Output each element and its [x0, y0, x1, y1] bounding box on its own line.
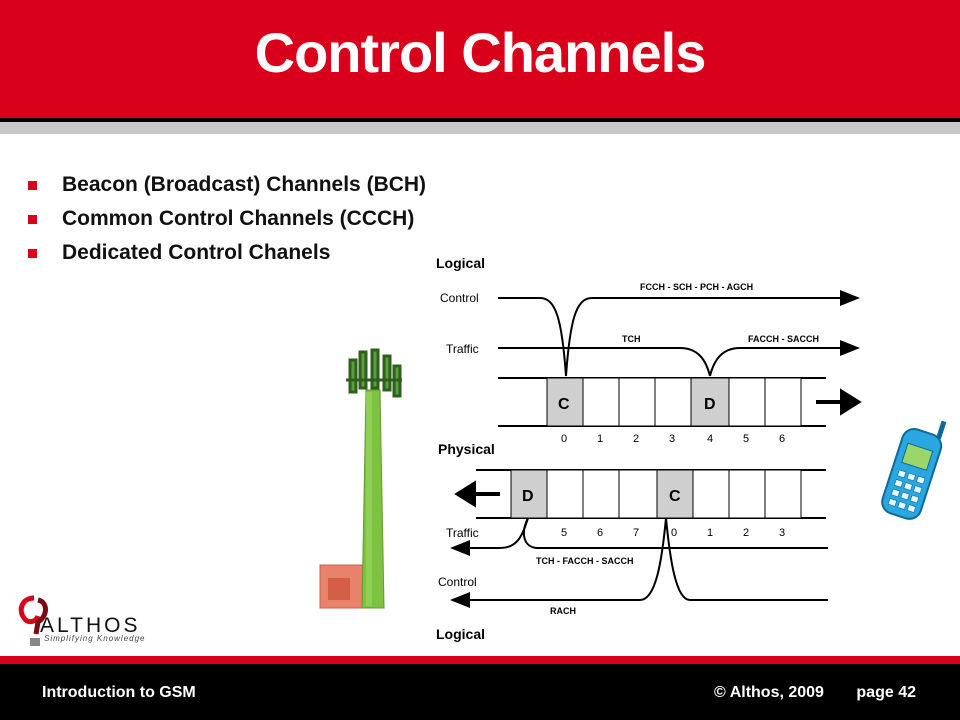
uplink-traffic-label: Traffic — [446, 526, 479, 540]
downlink-slot-number: 4 — [707, 433, 713, 445]
uplink-slot — [692, 469, 730, 519]
uplink-slot-number: 7 — [633, 527, 639, 539]
control-arrow — [565, 290, 860, 377]
uplink-slot-number: 1 — [707, 527, 713, 539]
uplink-slot-number: 0 — [671, 527, 677, 539]
logo-tagline: Simplifying Knowledge — [44, 634, 146, 643]
downlink-slot — [654, 377, 692, 427]
downlink-slot-d — [690, 377, 730, 427]
downlink-slot-number: 6 — [779, 433, 785, 445]
uplink-slot-number: 3 — [779, 527, 785, 539]
bullet-square-icon — [28, 180, 37, 190]
bullet-item: Common Control Channels (CCCH) — [28, 202, 426, 236]
uplink-slot — [618, 469, 658, 519]
uplink-direction-arrow — [454, 480, 500, 508]
uplink-control-right — [665, 517, 828, 601]
uplink-traffic-arrow — [450, 517, 529, 556]
downlink-c-label: C — [558, 396, 570, 413]
bullet-text: Beacon (Broadcast) Channels (BCH) — [62, 173, 427, 196]
title-banner-shadow — [0, 122, 960, 134]
downlink-slot-number: 2 — [633, 433, 639, 445]
uplink-slot-d — [510, 469, 548, 519]
uplink-traffic-channels: TCH - FACCH - SACCH — [536, 556, 634, 566]
tch-label: TCH — [622, 334, 641, 344]
downlink-slot — [728, 377, 766, 427]
downlink-slot — [618, 377, 656, 427]
althos-logo — [18, 595, 48, 646]
uplink-slot-c — [656, 469, 694, 519]
uplink-slot — [728, 469, 766, 519]
downlink-traffic-channels: FACCH - SACCH — [748, 334, 819, 344]
bullet-list: Beacon (Broadcast) Channels (BCH) Common… — [28, 168, 426, 270]
uplink-slot — [546, 469, 584, 519]
uplink-slot-number: 6 — [597, 527, 603, 539]
bullet-text: Common Control Channels (CCCH) — [62, 207, 415, 230]
traffic-arrow — [709, 340, 860, 377]
uplink-slot — [764, 469, 802, 519]
downlink-slot-number: 5 — [743, 433, 749, 445]
bullet-item: Dedicated Control Chanels — [28, 236, 426, 270]
uplink-slot-number: 2 — [743, 527, 749, 539]
title-banner: Control Channels — [0, 0, 960, 122]
uplink-control-arrow — [450, 517, 667, 608]
footer-course: Introduction to GSM — [42, 684, 196, 701]
mobile-phone-icon — [881, 420, 947, 520]
uplink-slot — [582, 469, 620, 519]
footer-copyright: © Althos, 2009 — [714, 684, 824, 701]
footer-page-number: page 42 — [856, 684, 916, 701]
footer-accent-bar — [0, 656, 960, 664]
bullet-text: Dedicated Control Chanels — [62, 241, 331, 264]
downlink-control-label: Control — [440, 291, 479, 305]
logo-name: ALTHOS — [40, 614, 141, 637]
downlink-direction-arrow — [816, 388, 862, 416]
downlink-traffic-label: Traffic — [446, 342, 479, 356]
traffic-curve-down — [498, 347, 711, 377]
downlink-slot — [764, 377, 802, 427]
bullet-square-icon — [28, 248, 37, 258]
top-logical-label: Logical — [436, 255, 485, 271]
control-curve-down — [498, 297, 567, 377]
slide-title: Control Channels — [254, 21, 707, 84]
footer-bar: Introduction to GSM © Althos, 2009 page … — [0, 664, 960, 720]
downlink-slot — [582, 377, 620, 427]
physical-label: Physical — [438, 441, 495, 457]
bullet-square-icon — [28, 214, 37, 224]
cell-tower-icon — [319, 348, 402, 609]
rach-label: RACH — [550, 606, 576, 616]
downlink-slot-c — [546, 377, 584, 427]
uplink-slot-number: 5 — [561, 527, 567, 539]
downlink-d-label: D — [704, 396, 716, 413]
uplink-c-label: C — [669, 488, 681, 505]
downlink-control-channels: FCCH - SCH - PCH - AGCH — [640, 282, 753, 292]
bottom-logical-label: Logical — [436, 626, 485, 642]
footer-right: © Althos, 2009 page 42 — [686, 684, 916, 702]
downlink-slot-number: 3 — [669, 433, 675, 445]
uplink-control-label: Control — [438, 575, 477, 589]
bullet-item: Beacon (Broadcast) Channels (BCH) — [28, 168, 426, 202]
downlink-slot-number: 0 — [561, 433, 567, 445]
downlink-slot-number: 1 — [597, 433, 603, 445]
uplink-d-label: D — [522, 488, 534, 505]
